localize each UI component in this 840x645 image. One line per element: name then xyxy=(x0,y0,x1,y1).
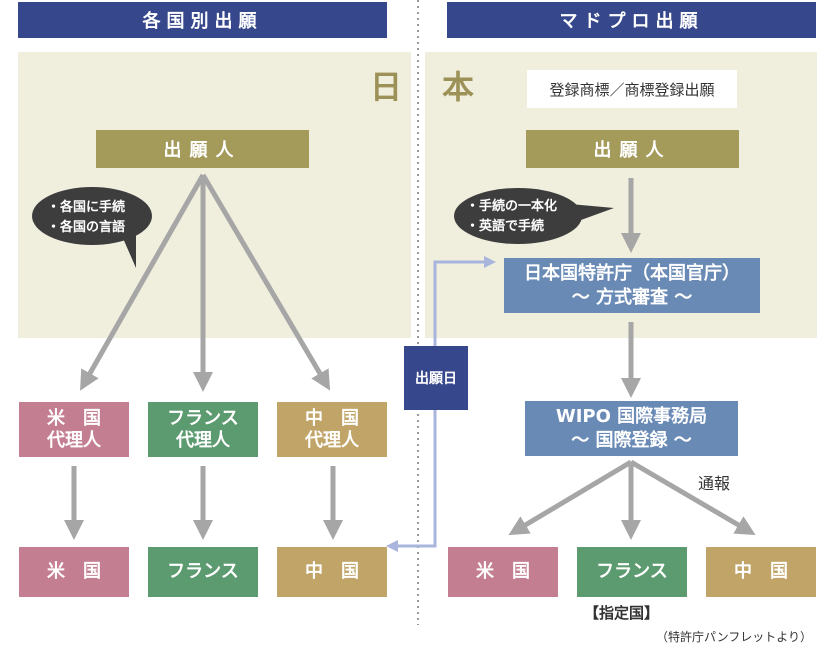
country-us-right: 米 国 xyxy=(448,547,558,597)
japan-label: 日 本 xyxy=(370,68,479,106)
source-caption: （特許庁パンフレットより） xyxy=(656,630,813,644)
country-china-left: 中 国 xyxy=(277,547,387,597)
agent-us-label: 米 国 代理人 xyxy=(47,407,101,451)
wipo-box: WIPO 国際事務局 ～ 国際登録 ～ xyxy=(525,401,738,456)
jpo-office-line1: 日本国特許庁（本国官庁） xyxy=(524,262,740,284)
arrow-wipo-china xyxy=(629,459,756,536)
applicant-right: 出願人 xyxy=(526,130,739,168)
agent-us: 米 国 代理人 xyxy=(19,402,129,457)
country-china-right: 中 国 xyxy=(706,547,816,597)
agent-france: フランス 代理人 xyxy=(148,402,258,457)
header-madrid: マドプロ出願 xyxy=(447,2,816,38)
applicant-left: 出願人 xyxy=(96,130,309,168)
agent-china-label: 中 国 代理人 xyxy=(305,407,359,451)
bubble-left-line2: ・各国の言語 xyxy=(47,220,126,235)
country-france-right: フランス xyxy=(577,547,687,597)
country-france-left: フランス xyxy=(148,547,258,597)
speech-bubble-right xyxy=(454,188,614,244)
designated-countries-label: 【指定国】 xyxy=(584,604,660,622)
agent-france-label: フランス 代理人 xyxy=(167,407,239,451)
notify-label: 通報 xyxy=(698,474,731,493)
arrow-left-us xyxy=(80,173,206,391)
header-per-country: 各国別出願 xyxy=(18,2,387,38)
speech-bubble-left xyxy=(32,187,152,268)
jpo-office-box: 日本国特許庁（本国官庁） ～ 方式審査 ～ xyxy=(504,258,760,313)
arrow-wipo-us xyxy=(508,459,633,536)
wipo-line1: WIPO 国際事務局 xyxy=(555,405,708,427)
bubble-left-line1: ・各国に手続 xyxy=(47,200,126,215)
arrow-left-china xyxy=(200,173,331,391)
registered-mark-note: 登録商標／商標登録出願 xyxy=(527,70,737,108)
bubble-right-line1: ・手続の一本化 xyxy=(466,199,558,214)
wipo-line2: ～ 国際登録 ～ xyxy=(571,429,692,451)
jpo-office-line2: ～ 方式審査 ～ xyxy=(571,286,693,308)
country-us-left: 米 国 xyxy=(19,547,129,597)
agent-china: 中 国 代理人 xyxy=(277,402,387,457)
bubble-right-line2: ・英語で手続 xyxy=(466,219,545,234)
filing-date-box: 出願日 xyxy=(404,346,468,410)
